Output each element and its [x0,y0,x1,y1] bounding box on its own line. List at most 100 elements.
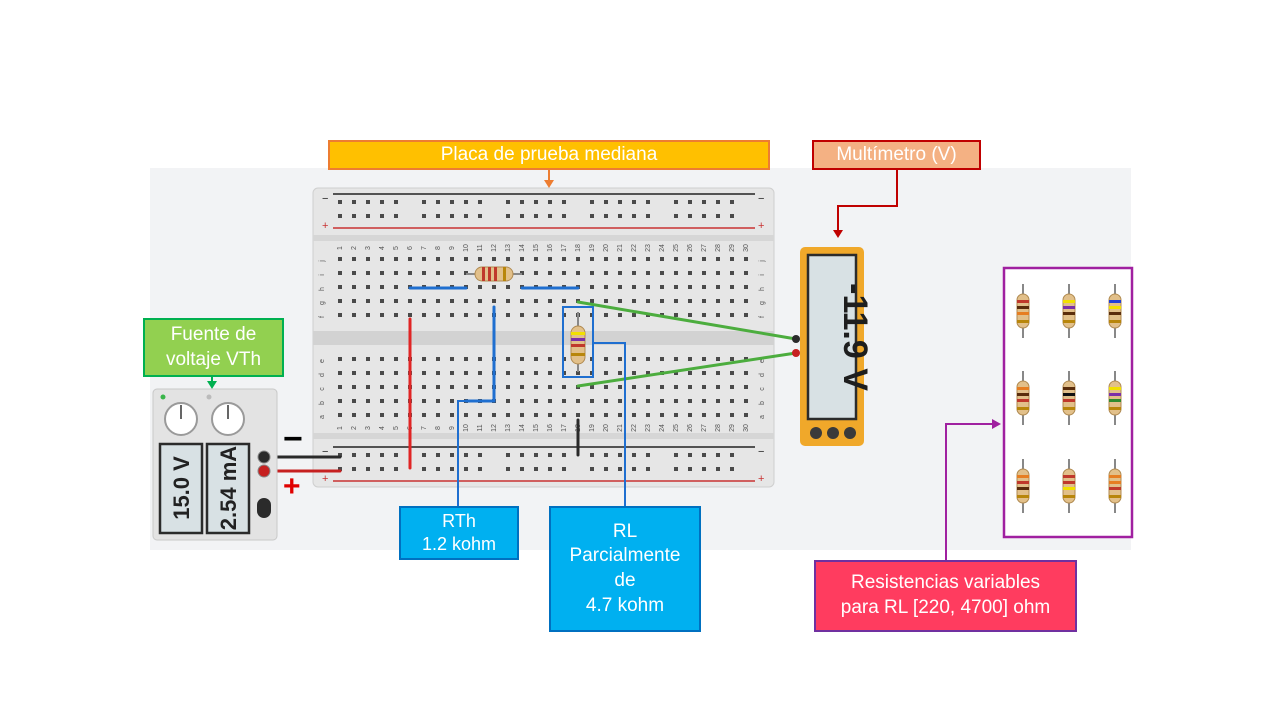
breadboard-hole [716,399,720,403]
breadboard-hole [366,413,370,417]
breadboard-hole [464,453,468,457]
variable-resistor[interactable] [1108,284,1122,338]
breadboard-hole [562,399,566,403]
column-number-top: 19 [589,244,596,252]
power-supply[interactable]: 15.0 V 2.54 mA [152,388,278,541]
svg-text:+: + [758,220,764,232]
variable-resistor[interactable] [1016,459,1030,513]
breadboard-hole [352,200,356,204]
breadboard-hole [422,271,426,275]
breadboard-hole [604,271,608,275]
label-rl-line-2: Parcialmente [569,545,681,567]
label-rl-line-1: RL [612,520,638,542]
breadboard-hole [646,214,650,218]
breadboard-hole [632,371,636,375]
breadboard-hole [674,257,678,261]
label-placa: Placa de prueba mediana [328,140,770,170]
breadboard-hole [520,299,524,303]
column-number-bottom: 19 [589,424,596,432]
column-number-bottom: 7 [421,426,428,430]
breadboard-hole [408,257,412,261]
breadboard-hole [492,413,496,417]
breadboard-hole [590,200,594,204]
row-letter: h [759,287,766,291]
label-resistencias-line-2: para RL [220, 4700] ohm [840,597,1051,618]
breadboard-hole [744,399,748,403]
breadboard-hole [730,313,734,317]
breadboard-hole [660,299,664,303]
column-number-bottom: 30 [743,424,750,432]
breadboard-hole [394,357,398,361]
breadboard-hole [576,371,580,375]
column-number-top: 11 [477,244,484,251]
breadboard-hole [338,214,342,218]
breadboard-hole [744,271,748,275]
breadboard-hole [352,399,356,403]
probe-black-terminal [792,335,800,343]
breadboard-hole [520,413,524,417]
breadboard-hole [478,385,482,389]
row-letter: d [319,373,326,377]
breadboard-hole [702,214,706,218]
column-number-top: 2 [351,246,358,250]
column-number-bottom: 14 [519,424,526,432]
breadboard-hole [618,357,622,361]
breadboard-hole [618,285,622,289]
breadboard-hole [450,271,454,275]
breadboard-hole [590,299,594,303]
breadboard-hole [478,467,482,471]
breadboard-hole [408,299,412,303]
label-rl: RL Parcialmente de 4.7 kohm [549,506,701,632]
breadboard-hole [352,299,356,303]
variable-resistor[interactable] [1062,371,1076,425]
row-letter: i [319,274,326,276]
breadboard-hole [506,399,510,403]
svg-text:−: − [322,446,328,458]
breadboard-hole [478,257,482,261]
breadboard-hole [716,385,720,389]
breadboard-hole [408,271,412,275]
breadboard-hole [632,385,636,389]
row-letter: b [759,401,766,405]
breadboard-hole [562,453,566,457]
breadboard-hole [338,371,342,375]
variable-resistor[interactable] [1108,459,1122,513]
breadboard-hole [604,257,608,261]
green-wire-top [576,300,798,341]
multimeter[interactable]: -11.9 V [792,247,874,446]
breadboard-hole [632,285,636,289]
variable-resistor[interactable] [1016,371,1030,425]
negative-terminal [257,450,271,464]
breadboard-hole [716,257,720,261]
breadboard-hole [716,285,720,289]
variable-resistor[interactable] [1062,284,1076,338]
breadboard-hole [534,385,538,389]
variable-resistor[interactable] [1108,371,1122,425]
breadboard-hole [380,467,384,471]
wires [262,286,798,473]
breadboard-hole [660,413,664,417]
breadboard-hole [604,200,608,204]
breadboard-hole [422,313,426,317]
breadboard-hole [548,271,552,275]
breadboard-hole [674,313,678,317]
column-number-bottom: 27 [701,424,708,432]
breadboard-hole [632,257,636,261]
breadboard-hole [632,299,636,303]
variable-resistor[interactable] [1062,459,1076,513]
svg-text:−: − [758,193,764,205]
variable-resistor[interactable] [1016,284,1030,338]
breadboard-hole [702,313,706,317]
column-number-top: 30 [743,244,750,252]
label-rth-line-2: 1.2 kohm [421,534,497,554]
column-number-top: 24 [659,244,666,252]
breadboard-hole [450,467,454,471]
breadboard-hole [618,467,622,471]
breadboard-hole [352,385,356,389]
column-number-top: 7 [421,246,428,250]
breadboard-hole [716,371,720,375]
column-number-bottom: 15 [533,424,540,432]
row-letter: f [759,316,766,318]
column-number-top: 4 [379,246,386,250]
